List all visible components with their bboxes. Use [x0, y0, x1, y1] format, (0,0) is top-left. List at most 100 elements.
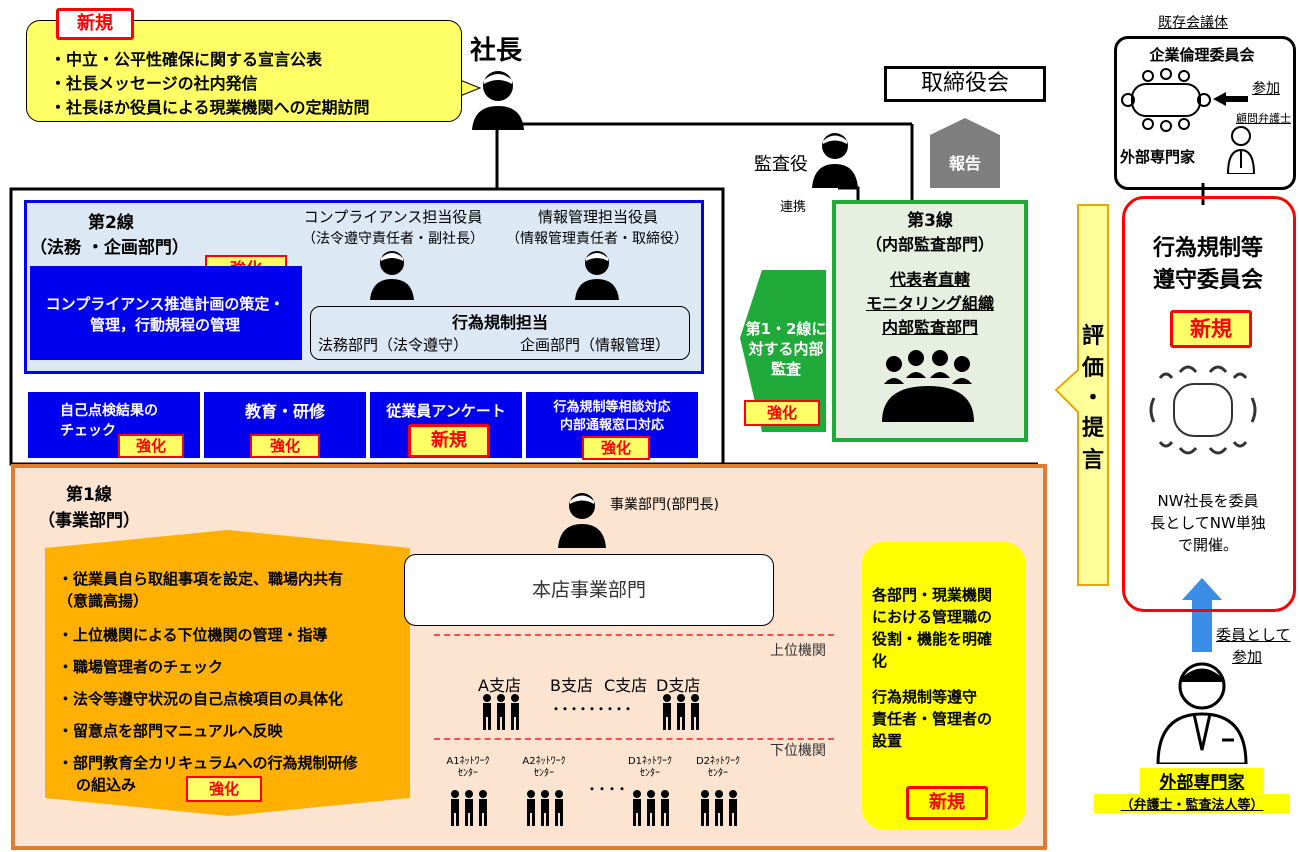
auditor-person-icon [812, 133, 858, 188]
self-check-line1: 自己点検結果の [60, 403, 158, 419]
existing-expert: 外部専門家 [1120, 148, 1196, 166]
center-d2-people-icon [701, 790, 737, 826]
callout-line-3: ・社長ほか役員による現業機関への定期訪問 [50, 98, 370, 117]
center-a2-l1: A2ﾈｯﾄﾜｰｸ [522, 756, 566, 767]
ethics-table-icon [1121, 68, 1211, 132]
line3-l3: 内部監査部門 [881, 318, 978, 337]
line3-subtitle: （内部監査部門） [865, 235, 994, 254]
existing-box [1114, 36, 1296, 190]
dept-head-label: 事業部門(部門長) [610, 497, 719, 513]
center-a2-people-icon [527, 790, 563, 826]
line1-item-7: ・部門教育全カリキュラムへの行為規制研修 [58, 754, 358, 772]
center-d2-l2: ｾﾝﾀｰ [708, 768, 728, 779]
outside-expert-sub: （弁護士・監査法人等） [1094, 794, 1290, 813]
line1-item-3: ・上位機関による下位機関の管理・指導 [58, 626, 328, 644]
eval-char-3: ・ [1081, 386, 1104, 411]
consult-line1: 行為規制等相談対応 [553, 400, 671, 415]
mgmt-role-l3: 役割・機能を明確 [872, 630, 993, 648]
join-label: 参加 [1252, 81, 1280, 97]
mgmt-role-l7: 設置 [872, 732, 903, 750]
reg-title: 行為規制担当 [451, 313, 548, 332]
internal-audit-line2: 対する内部 [748, 340, 824, 358]
reg-dept-box [310, 306, 690, 360]
self-check-line2: チェック [60, 423, 116, 439]
line2-compliance-text: コンプライアンス推進計画の策定・管理，行動規程の管理 [45, 295, 285, 334]
line1-item-5: ・法令等遵守状況の自己点検項目の具体化 [58, 690, 344, 708]
line1-subtitle: （事業部門） [38, 511, 140, 531]
line1-title: 第1線 [66, 485, 112, 505]
hq-dept-box: 本店事業部門 [404, 554, 774, 626]
line2-compliance-box [30, 266, 302, 360]
mgmt-role-box [862, 542, 1026, 830]
mgmt-role-l5: 行為規制等遵守 [872, 688, 978, 706]
officer2-line1: 情報管理担当役員 [537, 208, 658, 226]
officer2-line2: （情報管理責任者・取締役） [506, 231, 688, 247]
branch-a-people-icon [483, 694, 519, 730]
center-d1-people-icon [633, 790, 669, 826]
officer1-person-icon [370, 251, 414, 300]
line1-strengthen-tag: 強化 [186, 776, 262, 802]
center-dots: ・・・・ [586, 782, 628, 796]
branch-d-people-icon [663, 694, 699, 730]
callout-line-2: ・社長メッセージの社内発信 [50, 74, 258, 93]
compliance-committee-panel [1122, 196, 1296, 612]
branch-a: A支店 [478, 676, 521, 695]
eval-char-1: 評 [1081, 324, 1104, 349]
center-a1-l1: A1ﾈｯﾄﾜｰｸ [446, 756, 490, 767]
officer1-line2: （法令遵守責任者・副社長） [302, 231, 484, 247]
line2-subtitle: （法務 ・企画部門） [30, 238, 189, 258]
dept2-label: 企画部門（情報管理） [520, 336, 671, 354]
president-label: 社長 [470, 36, 523, 66]
self-check-tag: 強化 [118, 434, 184, 458]
line1-item-1: ・従業員自ら取組事項を設定、職場内共有 [58, 570, 344, 588]
committee-desc-2: 長としてNW単独 [1150, 514, 1266, 532]
committee-desc-1: NW社長を委員 [1157, 492, 1259, 510]
report-label: 報告 [948, 154, 981, 173]
line1-item-8: の組込み [76, 776, 137, 794]
outside-expert-name: 外部専門家 [1140, 768, 1264, 793]
committee-desc-3: で開催。 [1177, 536, 1238, 554]
center-d1-l1: D1ﾈｯﾄﾜｰｸ [627, 756, 673, 767]
upper-divider [434, 634, 834, 636]
dept-head-person-icon [558, 493, 606, 548]
member-join-1: 委員として [1216, 626, 1291, 644]
eval-char-2: 価 [1081, 356, 1104, 381]
callout-new-tag: 新規 [56, 8, 134, 40]
training-line1: 教育・研修 [244, 402, 325, 421]
upper-label: 上位機関 [770, 643, 826, 659]
committee-new-tag: 新規 [1170, 310, 1252, 348]
ethics-committee: 企業倫理委員会 [1149, 46, 1255, 64]
line1-hexagon [45, 530, 410, 816]
advisor-label: 顧問弁護士 [1236, 112, 1291, 125]
meeting-icon [882, 350, 974, 422]
eval-char-4: 提 [1081, 416, 1104, 441]
center-a1-people-icon [451, 790, 487, 826]
advisor-person-icon [1226, 126, 1256, 174]
internal-audit-tag: 強化 [744, 400, 820, 426]
mgmt-role-l2: における管理職の [872, 608, 993, 626]
line1-item-6: ・留意点を部門マニュアルへ反映 [58, 722, 283, 740]
branch-dots: ・・・・・・・・・ [550, 702, 634, 716]
officer1-line1: コンプライアンス担当役員 [303, 208, 483, 226]
lower-label: 下位機関 [770, 743, 826, 759]
dept1-label: 法務部門（法令遵守） [318, 336, 469, 354]
internal-audit-line3: 監査 [770, 360, 801, 378]
lower-divider [434, 738, 834, 740]
line3-l1: 代表者直轄 [889, 270, 970, 289]
board-box: 取締役会 [884, 66, 1046, 102]
branch-d: D支店 [656, 676, 701, 695]
president-person-icon [472, 71, 524, 130]
survey-new-tag: 新規 [408, 424, 490, 458]
committee-title-1: 行為規制等 [1152, 236, 1263, 261]
committee-title-2: 遵守委員会 [1152, 268, 1263, 293]
consult-tag: 強化 [582, 436, 650, 460]
center-d2-l1: D2ﾈｯﾄﾜｰｸ [695, 756, 741, 767]
existing-caption: 既存会議体 [1158, 15, 1228, 31]
consult-line2: 内部通報窓口対応 [559, 418, 664, 433]
line3-l2: モニタリング組織 [865, 294, 994, 313]
center-a1-l2: ｾﾝﾀｰ [458, 768, 478, 779]
line3-title: 第3線 [907, 211, 953, 231]
internal-audit-line1: 第1・2線に [745, 320, 827, 338]
mgmt-role-l6: 責任者・管理者の [872, 710, 993, 728]
center-d1-l2: ｾﾝﾀｰ [640, 768, 660, 779]
